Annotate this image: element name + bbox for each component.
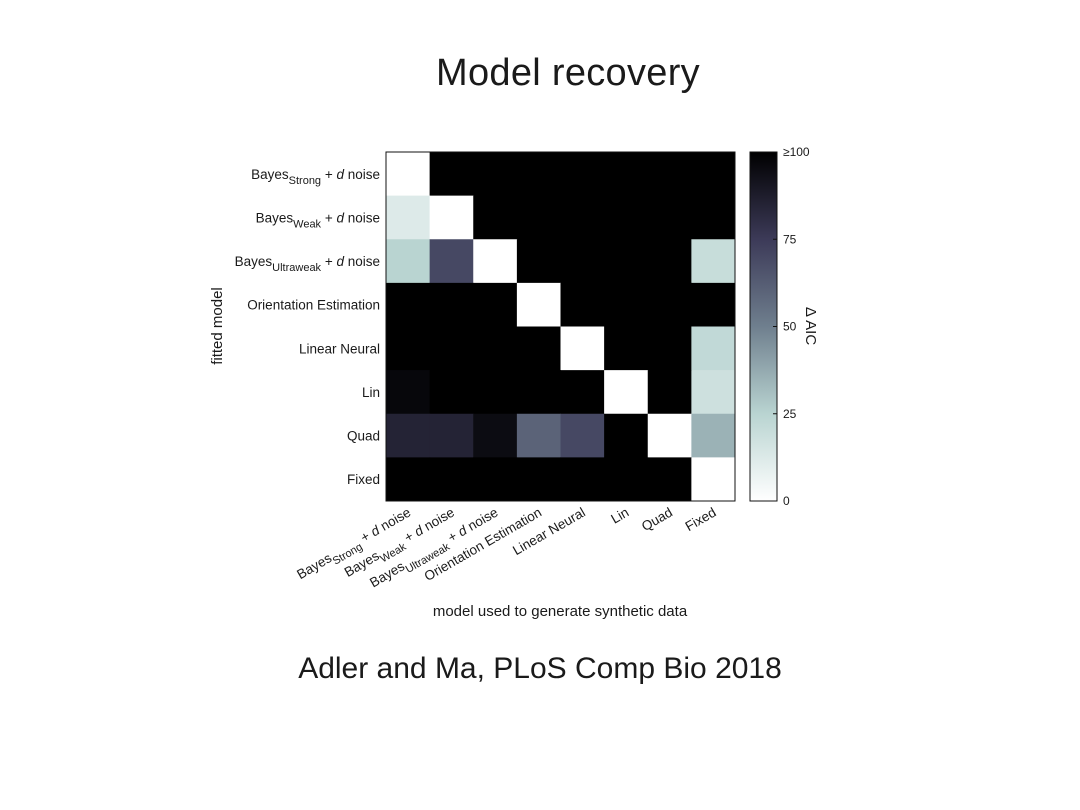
- heatmap-cells: [386, 152, 736, 502]
- heatmap-cell: [473, 282, 518, 327]
- row-label: BayesStrong + d noise: [251, 167, 380, 187]
- heatmap-cell: [560, 195, 605, 240]
- heatmap-cell: [691, 413, 736, 458]
- heatmap-cell: [386, 195, 431, 240]
- column-label: Fixed: [683, 505, 719, 534]
- heatmap-cell: [691, 457, 736, 502]
- heatmap-cell: [691, 152, 736, 197]
- heatmap-cell: [604, 370, 649, 415]
- row-label: BayesWeak + d noise: [256, 210, 380, 230]
- heatmap-cell: [473, 370, 518, 415]
- colorbar-tick-label: 25: [783, 407, 797, 421]
- heatmap-cell: [473, 152, 518, 197]
- heatmap-cell: [429, 457, 474, 502]
- heatmap-cell: [604, 152, 649, 197]
- heatmap-cell: [473, 457, 518, 502]
- heatmap-cell: [604, 282, 649, 327]
- heatmap-cell: [429, 195, 474, 240]
- heatmap-cell: [604, 457, 649, 502]
- column-label: Quad: [639, 505, 675, 535]
- heatmap-cell: [386, 239, 431, 284]
- heatmap-cell: [429, 239, 474, 284]
- heatmap-cell: [560, 370, 605, 415]
- heatmap-cell: [516, 239, 561, 284]
- row-label: Quad: [347, 429, 380, 444]
- heatmap-frame: [385, 151, 736, 502]
- heatmap-cell: [386, 282, 431, 327]
- heatmap-cell: [516, 326, 561, 371]
- heatmap-cell: [516, 413, 561, 458]
- heatmap-cell: [473, 326, 518, 371]
- heatmap-cell: [647, 326, 692, 371]
- column-label: Lin: [608, 505, 631, 527]
- heatmap-cell: [516, 370, 561, 415]
- citation: Adler and Ma, PLoS Comp Bio 2018: [298, 652, 782, 685]
- heatmap-cell: [560, 457, 605, 502]
- heatmap-cell: [473, 413, 518, 458]
- heatmap-cell: [429, 326, 474, 371]
- heatmap-cell: [560, 282, 605, 327]
- heatmap-cell: [691, 195, 736, 240]
- row-label: Orientation Estimation: [247, 298, 380, 313]
- heatmap-cell: [516, 195, 561, 240]
- heatmap-cell: [429, 413, 474, 458]
- heatmap-cell: [429, 152, 474, 197]
- heatmap-cell: [560, 413, 605, 458]
- row-label: Lin: [362, 385, 380, 400]
- heatmap-cell: [386, 152, 431, 197]
- colorbar-label: Δ AIC: [802, 307, 819, 346]
- colorbar-tick-label: 75: [783, 232, 797, 246]
- heatmap-cell: [604, 326, 649, 371]
- heatmap-cell: [560, 152, 605, 197]
- heatmap-cell: [647, 370, 692, 415]
- heatmap-cell: [647, 282, 692, 327]
- heatmap-cell: [604, 413, 649, 458]
- heatmap-cell: [516, 457, 561, 502]
- heatmap-cell: [429, 370, 474, 415]
- heatmap-cell: [647, 152, 692, 197]
- heatmap-cell: [429, 282, 474, 327]
- heatmap-cell: [386, 457, 431, 502]
- heatmap-cell: [604, 195, 649, 240]
- colorbar: [749, 151, 778, 502]
- colorbar-ticks: 0 25 50 75 ≥100: [773, 145, 810, 508]
- heatmap-cell: [386, 326, 431, 371]
- heatmap-cell: [386, 413, 431, 458]
- heatmap-cell: [647, 457, 692, 502]
- heatmap-cell: [647, 413, 692, 458]
- colorbar-tick-label: 0: [783, 494, 790, 508]
- heatmap-cell: [691, 370, 736, 415]
- x-axis-label: model used to generate synthetic data: [433, 603, 688, 620]
- row-label: BayesUltraweak + d noise: [235, 254, 380, 274]
- row-label: Fixed: [347, 472, 380, 487]
- heatmap-cell: [647, 195, 692, 240]
- heatmap-cell: [560, 326, 605, 371]
- heatmap-cell: [473, 239, 518, 284]
- heatmap-cell: [386, 370, 431, 415]
- colorbar-tick-label: ≥100: [783, 145, 810, 159]
- y-axis-label: fitted model: [209, 287, 226, 365]
- row-label: Linear Neural: [299, 341, 380, 356]
- heatmap-cell: [691, 326, 736, 371]
- colorbar-tick-label: 50: [783, 320, 797, 334]
- heatmap-cell: [473, 195, 518, 240]
- heatmap-cell: [604, 239, 649, 284]
- heatmap-cell: [691, 239, 736, 284]
- heatmap-cell: [560, 239, 605, 284]
- heatmap-cell: [516, 152, 561, 197]
- heatmap-cell: [516, 282, 561, 327]
- slide-title: Model recovery: [436, 52, 700, 94]
- heatmap-cell: [691, 282, 736, 327]
- heatmap-cell: [647, 239, 692, 284]
